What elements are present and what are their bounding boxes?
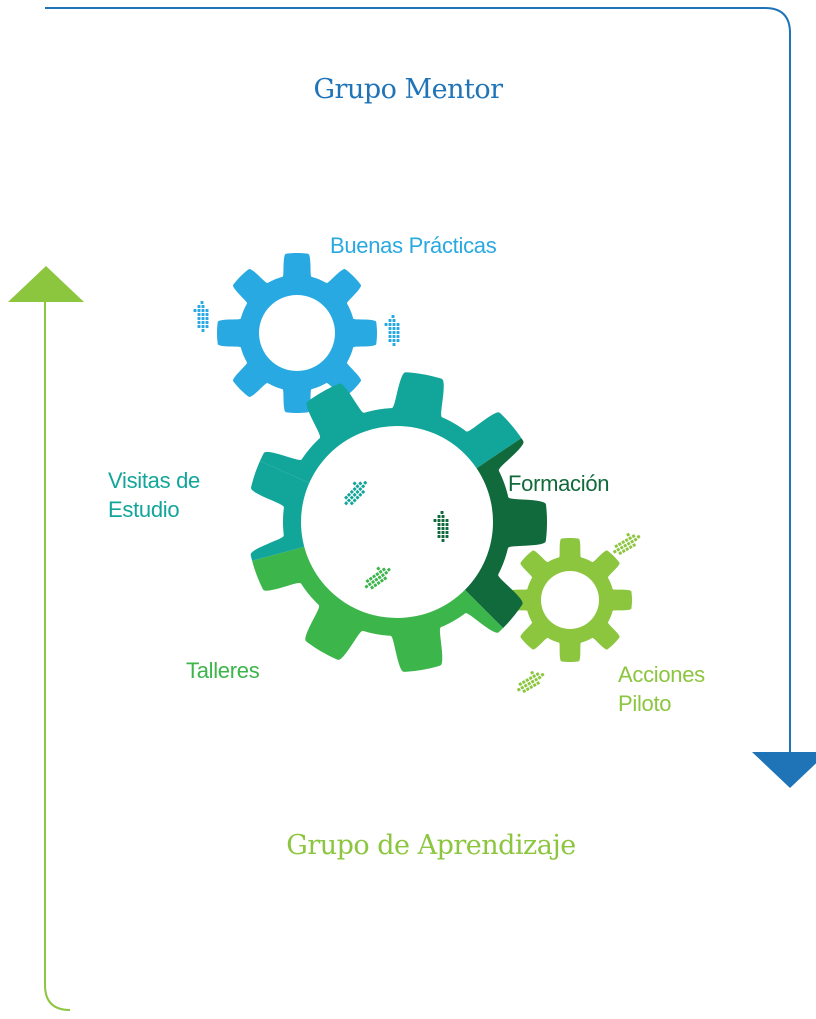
gear-buenas-practicas [217, 253, 377, 413]
gear-label-formacion: Formación [508, 471, 610, 496]
gear-central [250, 372, 547, 672]
arrow-right-icon [512, 666, 548, 696]
mentor-flow-line [45, 7, 791, 752]
gear-label-visitas-de-estudio: Visitas de Estudio [108, 468, 200, 523]
mentor-group-title: Grupo Mentor [313, 74, 503, 105]
learning-flow-line [44, 300, 71, 1011]
arrow-up-right-icon [338, 475, 371, 509]
gear-sector-visitas [250, 372, 547, 522]
mentor-arrow-down-icon [752, 752, 816, 788]
gear-label-acciones-piloto: Acciones Piloto [618, 662, 705, 717]
arrow-up-icon [433, 511, 449, 542]
learning-arrow-up-icon [8, 266, 84, 302]
arrow-right-icon [608, 528, 644, 558]
gear-label-talleres: Talleres [186, 658, 260, 683]
arrow-right-icon [359, 561, 394, 592]
arrow-up-icon [384, 315, 400, 346]
learning-group-title: Grupo de Aprendizaje [286, 830, 576, 861]
gear-acciones-piloto [508, 538, 632, 662]
gear-label-buenas-practicas: Buenas Prácticas [330, 233, 497, 258]
arrow-up-icon [193, 301, 209, 332]
